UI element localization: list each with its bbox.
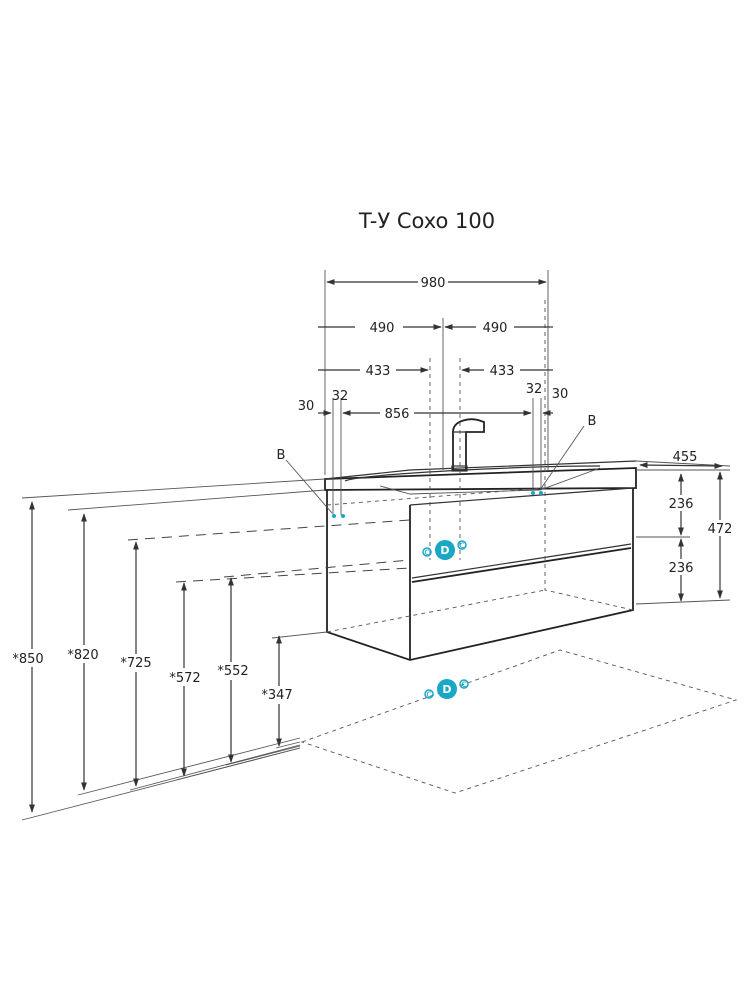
svg-text:c: c [461, 679, 467, 690]
dim-height-725: *725 [120, 656, 151, 671]
dim-edge-right-32: 32 [526, 382, 543, 397]
svg-text:D: D [442, 683, 451, 696]
dim-height-572: *572 [169, 671, 200, 686]
faucet [451, 418, 485, 472]
dim-height-552: *552 [217, 664, 248, 679]
svg-text:D: D [440, 544, 449, 557]
right-dimensions: 455 236 236 472 [635, 450, 737, 605]
dim-drawer-top: 236 [669, 497, 694, 512]
dim-half-right: 490 [483, 321, 508, 336]
dim-edge-left-32: 32 [332, 389, 349, 404]
dim-height-347: *347 [261, 688, 292, 703]
dim-edge-left-30: 30 [298, 399, 315, 414]
height-reference-lines: *850 *820 *725 *572 *552 *347 [8, 478, 411, 821]
dim-total-width: 980 [421, 276, 446, 291]
dim-hole-span: 856 [385, 407, 410, 422]
floor-footprint [300, 649, 738, 794]
label-point-b-right: B [588, 414, 597, 429]
cabinet-body [324, 300, 637, 661]
point-b-markers: B B [277, 414, 597, 518]
top-dimensions: 980 490 490 433 433 856 30 32 32 30 [298, 270, 569, 560]
connection-marker-upper: c D c [422, 540, 467, 560]
dim-total-height: 472 [708, 522, 733, 537]
drawing-title: T-У Coxo 100 [358, 209, 495, 233]
svg-text:c: c [459, 540, 465, 551]
dim-height-820: *820 [67, 648, 98, 663]
svg-text:c: c [426, 689, 432, 700]
connection-marker-lower: c D c [424, 679, 469, 700]
dim-height-850: *850 [12, 652, 43, 667]
dim-edge-right-30: 30 [552, 387, 569, 402]
dim-drawer-bottom: 236 [669, 561, 694, 576]
label-point-b-left: B [277, 448, 286, 463]
dim-depth: 455 [673, 450, 698, 465]
dim-offset-left: 433 [366, 364, 391, 379]
dim-offset-right: 433 [490, 364, 515, 379]
dim-half-left: 490 [370, 321, 395, 336]
svg-text:c: c [424, 547, 430, 558]
